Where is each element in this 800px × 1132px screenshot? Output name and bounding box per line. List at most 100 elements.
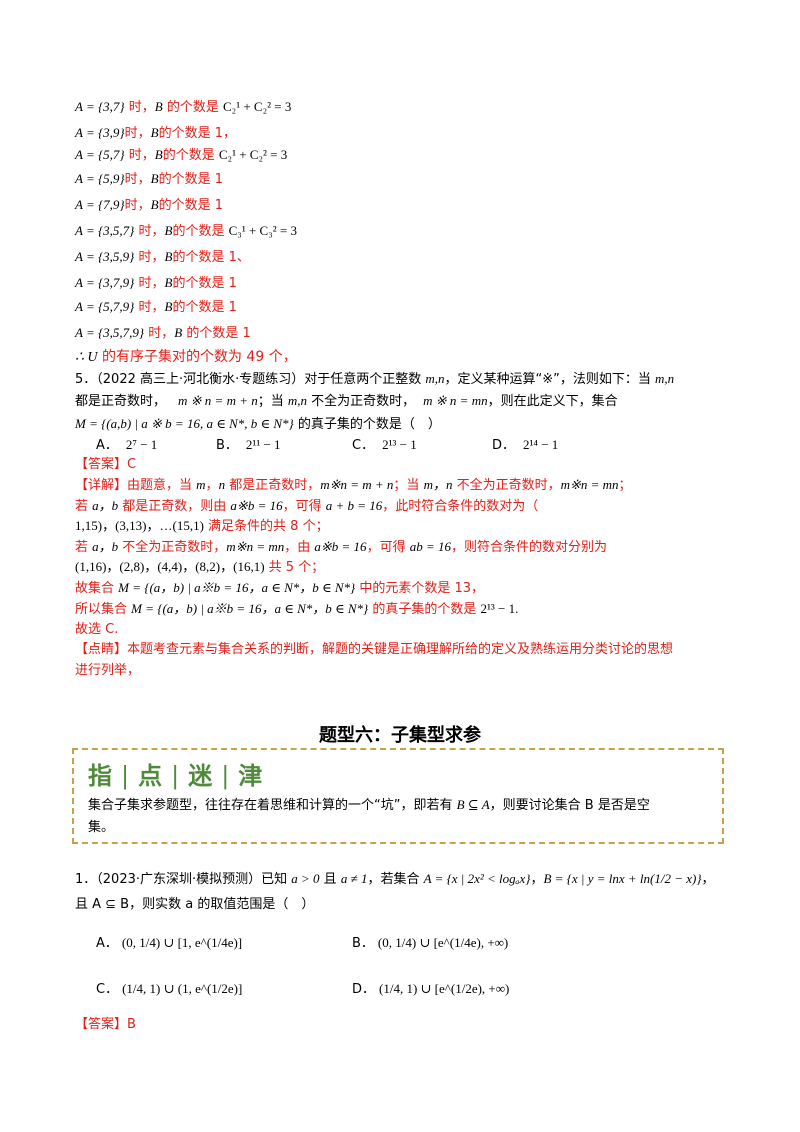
math-set: B = {x | y = lnx + ln(1/2 − x)} (543, 871, 702, 886)
question-text: ， (530, 872, 544, 887)
comment-label: 【点睛】 (75, 642, 128, 657)
math-expression: a※b = 16 (230, 498, 283, 513)
set-expression: A = {3,7} (75, 99, 125, 114)
option-c[interactable]: C．(1/4, 1) ∪ (1, e^(1/2e)] (96, 980, 242, 999)
case-text: 时， (134, 276, 165, 291)
option-value: (1/4, 1) ∪ [e^(1/2e), +∞) (379, 981, 510, 996)
set-expression: A = {3,7,9} (75, 275, 135, 290)
case-text: 时， (134, 300, 165, 315)
set-name: B (154, 99, 163, 114)
case-row: A = {7,9}时，B的个数是 1 (75, 196, 223, 215)
case-text: 时， (124, 198, 151, 213)
case-row: A = {5,7,9} 时，B的个数是 1 (75, 298, 237, 317)
math-expression: m※n = mn (226, 539, 285, 554)
tip-heading-char: 津 (238, 761, 264, 790)
case-text: 时， (134, 250, 165, 265)
detail-line: 1,15)，(3,13)，…(15,1) 满足条件的共 8 个； (75, 517, 329, 536)
case-formula: C₃¹ + C₃² = 3 (228, 223, 297, 238)
math-expression: 2¹³ − 1. (480, 601, 519, 616)
option-value: 2¹⁴ − 1 (523, 437, 559, 452)
option-label: D． (352, 982, 376, 997)
option-label: A． (96, 438, 118, 453)
tip-text-part: 集。 (88, 820, 115, 835)
answer-line: 【答案】B (75, 1016, 136, 1034)
comment-line: 进行列举， (75, 662, 140, 680)
math-expression: m ※ n = m + n (178, 393, 258, 408)
set-name: B (164, 249, 173, 264)
case-tail: 的个数是 (162, 148, 219, 163)
detail-text: 所以集合 (75, 602, 132, 617)
case-row: A = {3,5,7,9} 时，B 的个数是 1 (75, 324, 251, 343)
detail-line: 故选 C. (75, 621, 118, 639)
math-expression: ab = 16 (409, 539, 451, 554)
answer-value: C (127, 457, 137, 472)
set-name: B (174, 325, 183, 340)
math-expression: m※n = mn (560, 477, 619, 492)
case-text: 时， (124, 172, 151, 187)
set-expression: A = {3,5,7} (75, 223, 135, 238)
detail-text: 不全为正奇数时， (118, 540, 227, 555)
question-text: 且 A ⊆ B (75, 897, 130, 912)
math-var: a，b (92, 498, 119, 513)
case-text: 时， (124, 148, 155, 163)
case-tail: 的个数是 1 (172, 300, 237, 315)
option-b[interactable]: B．(0, 1/4) ∪ [e^(1/4e), +∞) (352, 934, 508, 953)
math-var: m (196, 477, 206, 492)
option-d[interactable]: D．(1/4, 1) ∪ [e^(1/2e), +∞) (352, 980, 509, 999)
case-row: A = {3,7,9} 时，B的个数是 1 (75, 274, 237, 293)
case-row: A = {3,9}时，B的个数是 1， (75, 124, 236, 143)
detail-text: 中的元素个数是 13， (355, 581, 485, 596)
set-expression: A = {3,5,9} (75, 249, 135, 264)
case-tail: 的个数是 1、 (172, 250, 250, 265)
tip-text-part: 集合子集求参题型，往往存在着思维和计算的一个“坑”，即若有 (88, 798, 457, 813)
question-text: ；当 (257, 394, 288, 409)
option-b[interactable]: B．2¹¹ − 1 (216, 436, 281, 455)
math-var: a，b (92, 539, 119, 554)
option-value: (0, 1/4) ∪ [1, e^(1/4e)] (121, 935, 243, 950)
math-expression: a※b = 16 (314, 539, 367, 554)
option-d[interactable]: D．2¹⁴ − 1 (492, 436, 558, 455)
question-line: 1．（2023·广东深圳·模拟预测）已知 a > 0 且 a ≠ 1，若集合 A… (75, 870, 715, 889)
detail-line: 所以集合 M = {(a，b) | a※b = 16，a ∈ N*，b ∈ N*… (75, 600, 518, 619)
set-name: B (150, 125, 159, 140)
detail-text: 由题意，当 (127, 478, 197, 493)
separator-bar: | (221, 762, 231, 790)
option-a[interactable]: A．(0, 1/4) ∪ [1, e^(1/4e)] (96, 934, 242, 953)
detail-text: ， (205, 478, 219, 493)
math-expression: a > 0 (291, 871, 320, 886)
tip-heading-char: 指 (88, 761, 113, 790)
math-var: n (218, 477, 226, 492)
set-expression: A = {3,5,7,9} (75, 325, 145, 340)
option-a[interactable]: A． 2⁷ − 1 (96, 436, 157, 455)
case-text: 时， (124, 126, 151, 141)
answer-label: 【答案】 (75, 457, 128, 472)
tip-text-part: ，则要讨论集合 B 是否是空 (489, 798, 650, 813)
detail-text: ，可得 (282, 499, 326, 514)
question-text: 都是正奇数时， (75, 394, 167, 409)
option-c[interactable]: C．2¹³ − 1 (352, 436, 417, 455)
detail-text: 都是正奇数时， (225, 478, 321, 493)
case-tail: 的个数是 1 (172, 276, 237, 291)
question-text: 不全为正奇数时， (307, 394, 416, 409)
case-tail: 的个数是 (172, 224, 229, 239)
tip-heading-char: 点 (138, 761, 164, 790)
case-tail: 的个数是 (162, 100, 223, 115)
detail-text: ，可得 (366, 540, 410, 555)
option-value: 2¹¹ − 1 (245, 437, 281, 452)
option-value: 2⁷ − 1 (125, 437, 158, 452)
case-tail: 的个数是 1 (158, 198, 224, 213)
tip-heading: 指|点|迷|津 (88, 756, 263, 791)
detail-text: 故选 C. (75, 622, 119, 637)
conclusion-text: 的有序子集对的个数为 49 个， (97, 349, 297, 365)
detail-text: ，由 (284, 540, 315, 555)
set-name: B (150, 171, 159, 186)
detail-text: 都是正奇数，则由 (118, 499, 231, 514)
case-row: A = {5,9}时，B的个数是 1 (75, 170, 223, 189)
detail-text: 若 (75, 540, 93, 555)
question-text: ，则实数 a 的取值范围是（ ） (129, 897, 315, 912)
detail-text: ； (618, 478, 632, 493)
math-set: M = {(a，b) | a※b = 16，a ∈ N*，b ∈ N*} (118, 580, 356, 595)
math-set: M = {(a,b) | a ※ b = 16, a ∈ N*, b ∈ N*} (75, 416, 294, 431)
math-var: m，n (423, 477, 453, 492)
set-expression: A = {7,9} (75, 197, 125, 212)
